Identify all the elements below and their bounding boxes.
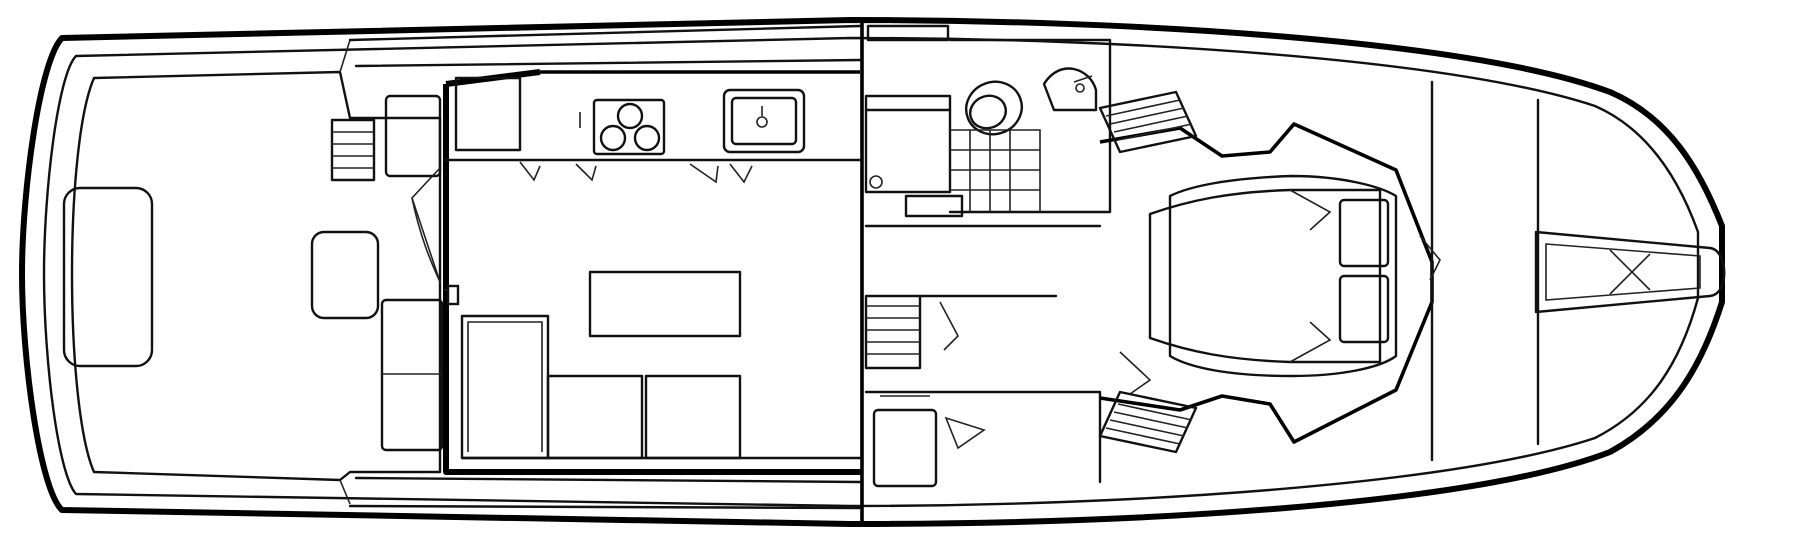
cockpit: [62, 39, 444, 505]
forward-stateroom: [1099, 122, 1434, 444]
cockpit-ladder: [330, 118, 376, 182]
salon: [443, 69, 862, 475]
cockpit-locker: [384, 94, 442, 178]
companionway: [864, 224, 1102, 370]
head: [860, 20, 1112, 524]
bow-pulpit: [1534, 230, 1726, 314]
salon-door-swing: [411, 167, 441, 283]
bow: [1419, 80, 1540, 462]
galley: [454, 76, 806, 184]
guest-stateroom: [864, 390, 1102, 488]
hull: [19, 17, 1725, 527]
forward-steps: [1098, 90, 1198, 454]
side-decks: [348, 24, 862, 510]
